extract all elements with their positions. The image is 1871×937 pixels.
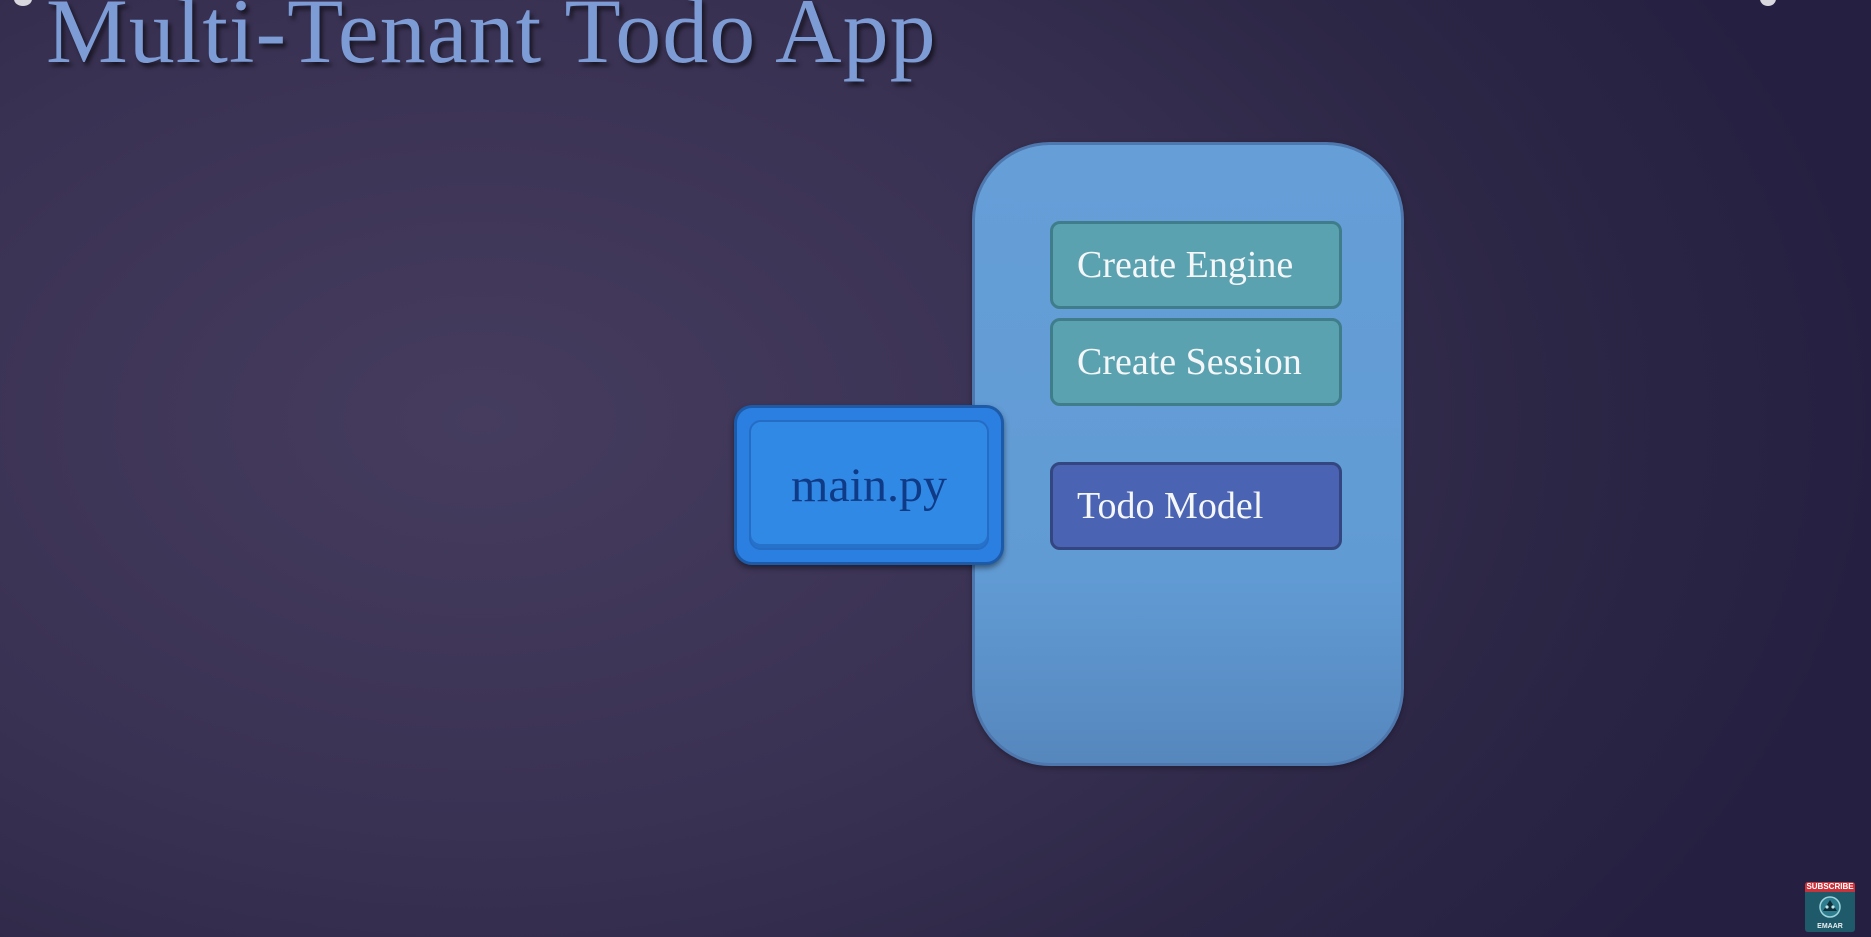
slide-title: Multi-Tenant Todo App	[46, 0, 937, 82]
todo-model-box: Todo Model	[1050, 462, 1342, 550]
top-left-dot	[14, 0, 32, 6]
main-py-label: main.py	[791, 458, 947, 512]
todo-model-label: Todo Model	[1077, 485, 1264, 527]
subscribe-label: SUBSCRIBE	[1805, 882, 1855, 892]
subscribe-watermark[interactable]: SUBSCRIBE EMAAR	[1805, 882, 1855, 932]
create-session-box: Create Session	[1050, 318, 1342, 406]
create-session-label: Create Session	[1077, 341, 1302, 383]
main-py-box: main.py	[734, 405, 1004, 565]
main-py-inner: main.py	[749, 420, 989, 550]
create-engine-box: Create Engine	[1050, 221, 1342, 309]
channel-logo-icon	[1819, 896, 1841, 918]
channel-name: EMAAR	[1817, 923, 1843, 930]
create-engine-label: Create Engine	[1077, 244, 1294, 286]
top-right-dot	[1760, 0, 1776, 6]
